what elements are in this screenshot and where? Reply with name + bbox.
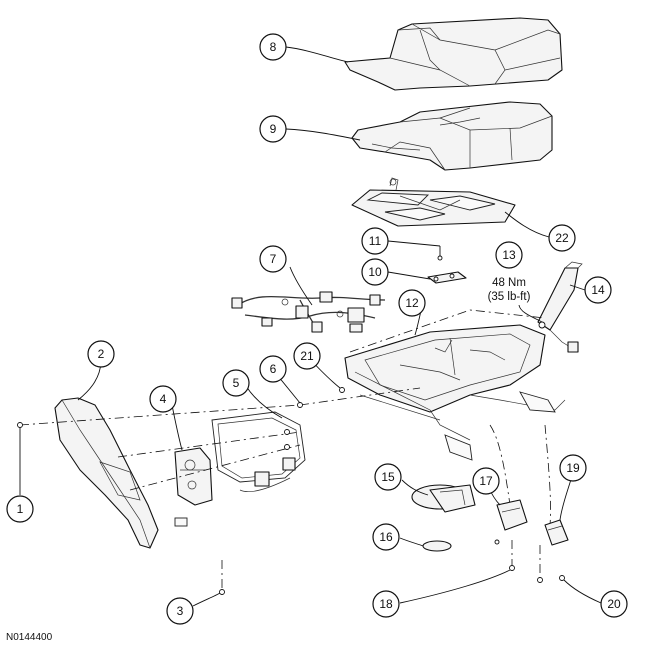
svg-text:6: 6 <box>270 362 277 376</box>
torque-spec-line2: (35 lb-ft) <box>488 291 531 303</box>
assembly-alignment-lines <box>19 309 551 590</box>
callout-14: 14 <box>584 276 612 304</box>
callout-11: 11 <box>361 227 389 255</box>
callout-13: 13 <box>495 241 523 269</box>
module-bracket <box>496 499 528 531</box>
callout-15: 15 <box>374 463 402 491</box>
electrical-connector <box>544 519 569 546</box>
callout-5: 5 <box>222 369 250 397</box>
callout-21: 21 <box>293 342 321 370</box>
seat-module <box>411 484 476 513</box>
svg-text:1: 1 <box>17 502 24 516</box>
svg-text:20: 20 <box>607 597 621 611</box>
callout-6: 6 <box>259 355 287 383</box>
svg-text:5: 5 <box>233 376 240 390</box>
seat-frame-track <box>344 324 566 461</box>
callout-9: 9 <box>259 115 287 143</box>
callout-4: 4 <box>149 385 177 413</box>
svg-text:22: 22 <box>555 231 569 245</box>
svg-text:16: 16 <box>379 530 393 544</box>
seat-belt-buckle <box>537 261 583 353</box>
retaining-screw <box>437 246 443 261</box>
svg-text:7: 7 <box>270 252 277 266</box>
svg-text:4: 4 <box>160 392 167 406</box>
svg-text:19: 19 <box>566 461 580 475</box>
callout-7: 7 <box>259 245 287 273</box>
svg-text:13: 13 <box>502 248 516 262</box>
sensor-bracket <box>427 271 467 284</box>
svg-text:14: 14 <box>591 283 605 297</box>
svg-text:10: 10 <box>368 265 382 279</box>
callout-17: 17 <box>472 467 500 495</box>
callout-8: 8 <box>259 33 287 61</box>
callout-2: 2 <box>87 340 115 368</box>
callout-16: 16 <box>372 523 400 551</box>
figure-id: N0144400 <box>6 632 53 643</box>
svg-text:12: 12 <box>405 296 419 310</box>
svg-text:3: 3 <box>177 604 184 618</box>
seat-wiring-harness <box>231 291 386 333</box>
shield-bracket <box>211 411 306 492</box>
callout-12: 12 <box>398 289 426 317</box>
svg-text:15: 15 <box>381 470 395 484</box>
callout-19: 19 <box>559 454 587 482</box>
svg-text:18: 18 <box>379 597 393 611</box>
svg-text:9: 9 <box>270 122 277 136</box>
svg-text:8: 8 <box>270 40 277 54</box>
callout-10: 10 <box>361 258 389 286</box>
occupant-classification-sensor <box>351 177 516 227</box>
svg-text:21: 21 <box>300 349 314 363</box>
seat-cushion-cover <box>344 17 563 91</box>
seat-cushion-pad <box>351 101 553 171</box>
callout-22: 22 <box>548 224 576 252</box>
torque-spec-line1: 48 Nm <box>492 277 526 289</box>
svg-text:11: 11 <box>369 234 382 248</box>
seat-switch-bezel <box>174 447 213 506</box>
fastener-screws <box>17 387 565 595</box>
svg-text:2: 2 <box>98 347 105 361</box>
callout-20: 20 <box>600 590 628 618</box>
pad <box>422 540 452 552</box>
callout-3: 3 <box>166 597 194 625</box>
callout-1: 1 <box>6 495 34 523</box>
outboard-seat-shield <box>54 397 188 549</box>
callout-18: 18 <box>372 590 400 618</box>
svg-text:17: 17 <box>479 474 493 488</box>
